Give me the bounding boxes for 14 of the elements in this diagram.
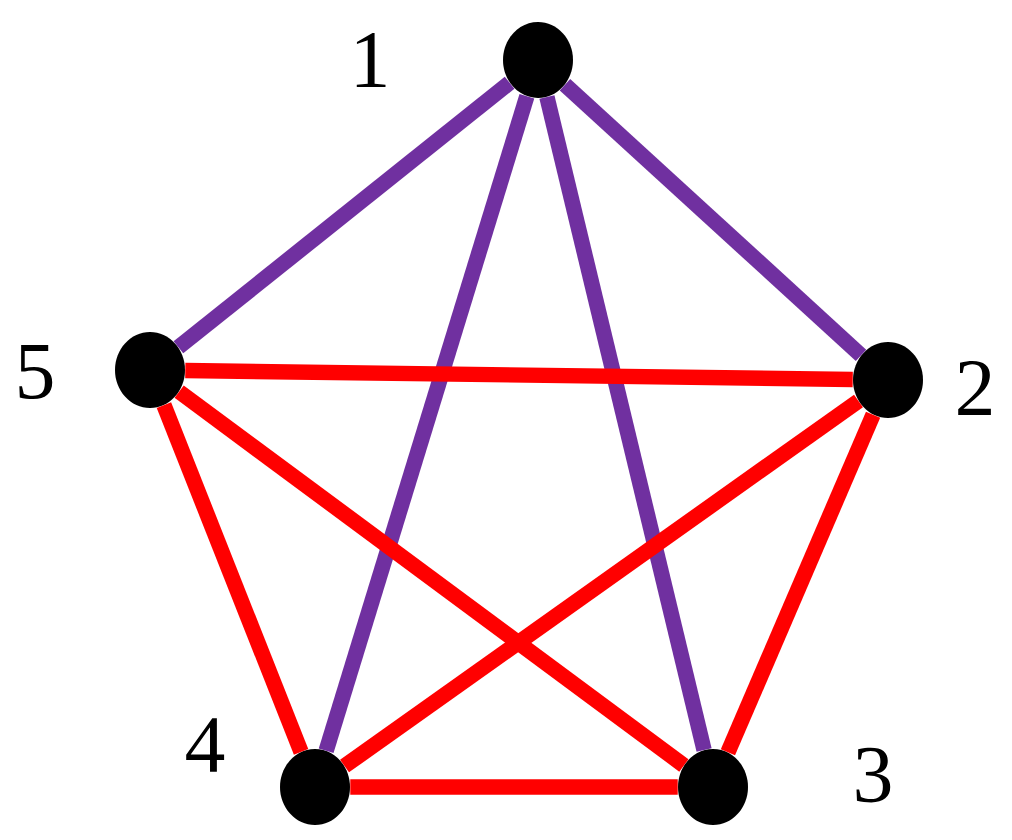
graph-edge bbox=[350, 779, 678, 795]
vertex-label: 3 bbox=[856, 747, 891, 803]
vertex-label: 4 bbox=[186, 718, 225, 772]
vertex-label: 5 bbox=[19, 344, 53, 400]
graph-edge bbox=[539, 95, 712, 752]
graph-edge bbox=[185, 362, 853, 388]
vertex-label: 2 bbox=[958, 361, 991, 415]
graph-edge bbox=[156, 402, 309, 755]
graph-edge bbox=[340, 394, 863, 773]
graph-edge bbox=[173, 76, 515, 354]
graph-edge bbox=[720, 411, 881, 756]
graph-edge bbox=[318, 94, 535, 753]
graph-edge bbox=[559, 78, 867, 362]
vertex-label: 1 bbox=[356, 33, 386, 87]
